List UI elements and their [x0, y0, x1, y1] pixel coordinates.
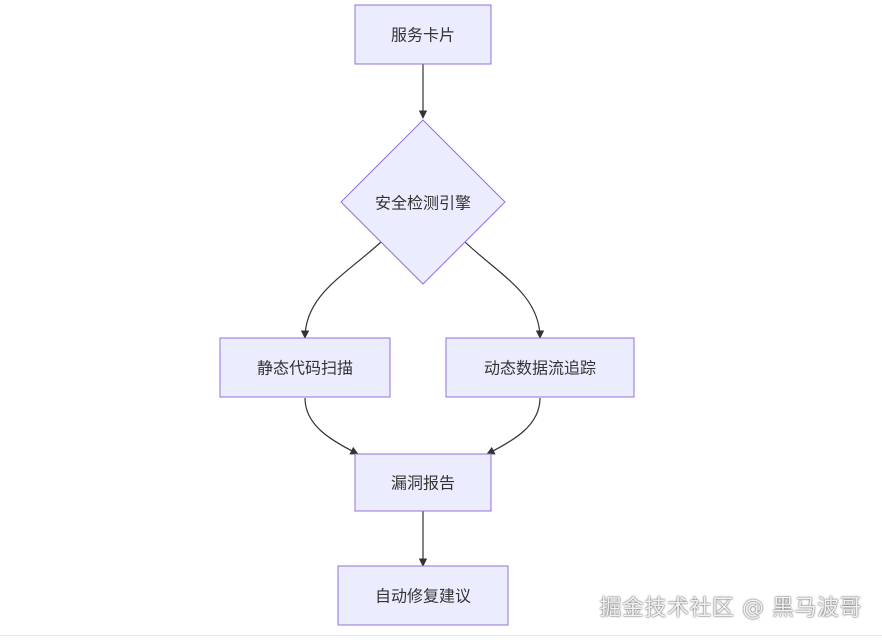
edge-security-engine-to-static-scan [300, 241, 382, 339]
edge-static-scan-to-vuln-report [304, 397, 359, 455]
node-security-engine[interactable]: 安全检测引擎 [340, 119, 506, 285]
node-static-scan-label: 静态代码扫描 [257, 359, 353, 378]
node-security-engine-label: 安全检测引擎 [375, 194, 471, 213]
node-auto-fix[interactable]: 自动修复建议 [337, 565, 509, 626]
node-static-scan[interactable]: 静态代码扫描 [219, 337, 391, 398]
node-dynamic-tracking[interactable]: 动态数据流追踪 [445, 337, 635, 398]
node-auto-fix-label: 自动修复建议 [375, 587, 471, 606]
edge-security-engine-to-dynamic-tracking [464, 241, 545, 339]
edge-dynamic-tracking-to-vuln-report [486, 397, 541, 455]
node-service-card[interactable]: 服务卡片 [354, 4, 492, 65]
node-service-card-label: 服务卡片 [391, 26, 455, 45]
node-vuln-report-label: 漏洞报告 [391, 474, 455, 493]
watermark: 掘金技术社区 @ 黑马波哥 [599, 596, 862, 621]
node-dynamic-tracking-label: 动态数据流追踪 [484, 359, 596, 378]
bottom-divider [0, 635, 882, 636]
node-vuln-report[interactable]: 漏洞报告 [354, 453, 492, 512]
